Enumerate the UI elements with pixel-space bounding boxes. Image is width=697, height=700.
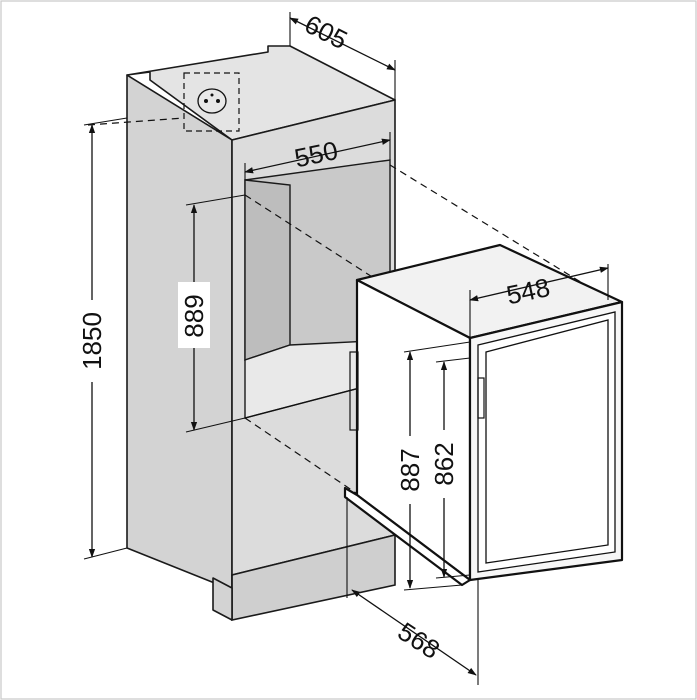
dimension-1850: 1850 [76,117,128,560]
socket-zone [183,72,240,132]
power-socket-icon [197,88,227,114]
appliance-door-glass [485,319,609,564]
dimension-889: 889 [178,194,246,433]
appliance [343,243,624,587]
side-profile [349,351,359,431]
dimension-862-label: 862 [429,442,459,485]
power-socket [183,72,240,132]
cabinet [126,45,396,621]
dimension-1850-label: 1850 [77,312,107,370]
door-handle [477,377,485,419]
dimension-862: 862 [428,357,471,579]
niche-left-wall [244,179,291,361]
dimension-605-label: 605 [300,9,352,55]
dimension-889-label: 889 [179,294,209,337]
dimension-887: 887 [394,341,471,591]
dimension-887-label: 887 [395,448,425,491]
